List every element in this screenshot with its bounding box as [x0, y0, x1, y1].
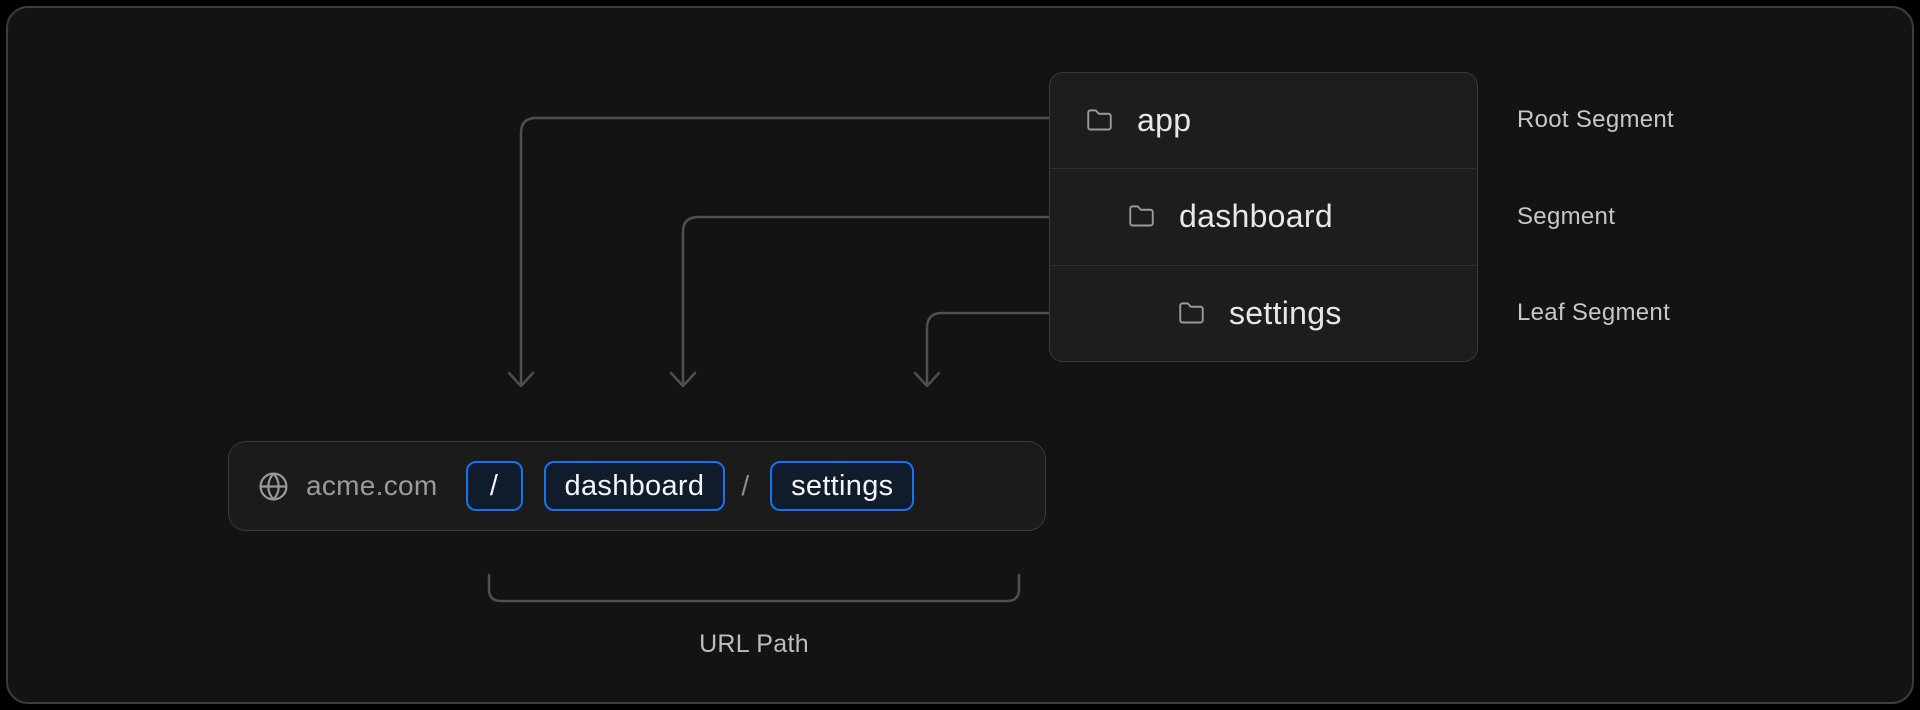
tree-row-settings: settings: [1050, 264, 1477, 361]
folder-icon: [1087, 109, 1112, 131]
url-separator-slash: /: [741, 470, 750, 501]
label-segment: Segment: [1517, 203, 1616, 230]
file-tree-panel: app dashboard settings: [1049, 72, 1478, 362]
browser-url-bar: acme.com / dashboard / settings: [228, 441, 1046, 531]
tree-row-app: app: [1050, 73, 1477, 168]
url-segment-root: /: [465, 461, 523, 511]
label-root-segment: Root Segment: [1517, 106, 1675, 133]
folder-icon: [1129, 205, 1154, 227]
folder-name: settings: [1229, 294, 1342, 331]
folder-name: app: [1137, 102, 1192, 139]
folder-icon: [1179, 302, 1204, 324]
tree-row-dashboard: dashboard: [1050, 168, 1477, 264]
url-segment-settings: settings: [770, 461, 915, 511]
url-path-label: URL Path: [699, 630, 809, 658]
url-domain: acme.com: [306, 470, 438, 501]
folder-name: dashboard: [1179, 198, 1333, 235]
url-segment-dashboard: dashboard: [543, 461, 726, 511]
label-leaf-segment: Leaf Segment: [1517, 299, 1671, 326]
globe-icon: [259, 471, 288, 501]
